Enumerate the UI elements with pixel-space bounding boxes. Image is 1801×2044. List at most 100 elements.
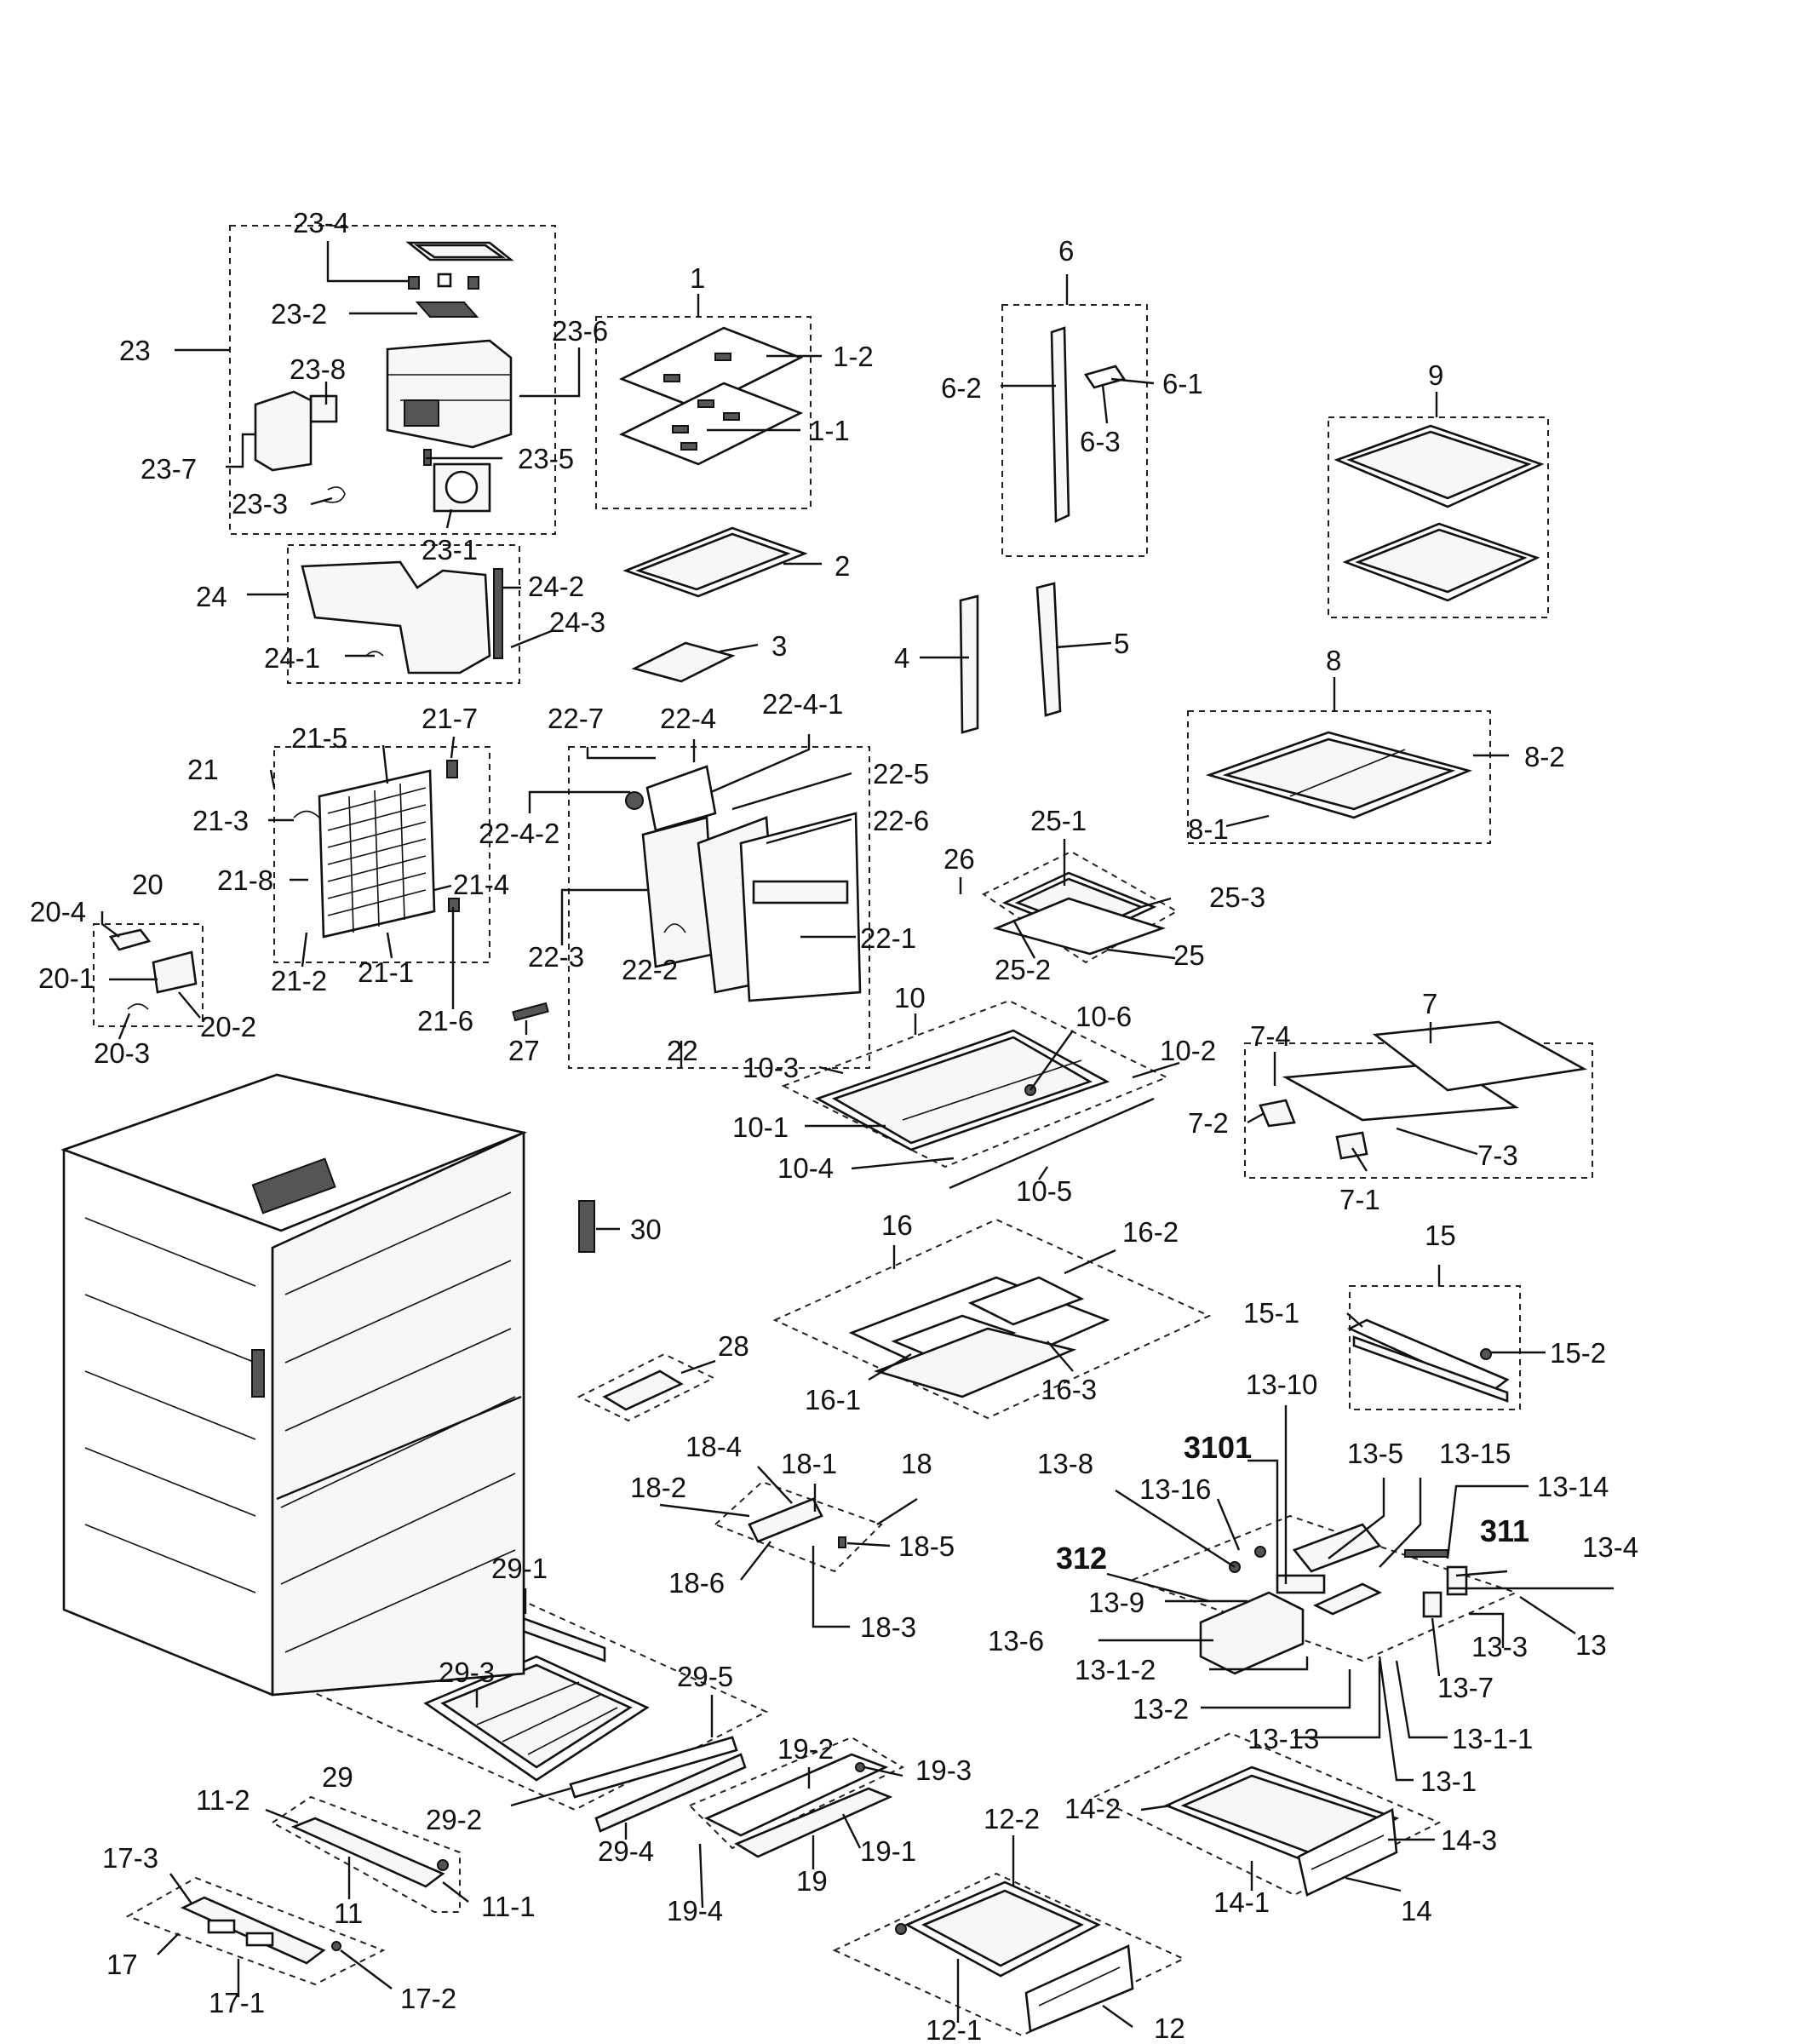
- leader-15-1: [1346, 1312, 1363, 1328]
- shelf-7-drawing: [1259, 1020, 1587, 1160]
- label-21-2: 21-2: [271, 965, 327, 996]
- label-13-10: 13-10: [1246, 1369, 1317, 1400]
- ice-maker-assembly-drawing: [254, 241, 514, 513]
- label-26: 26: [944, 843, 975, 875]
- leader-22-3: [560, 888, 647, 945]
- leader-13-8: [1115, 1489, 1236, 1569]
- label-21-4: 21-4: [453, 869, 509, 900]
- leader-10-4: [851, 1157, 955, 1170]
- leader-21-5: [381, 744, 389, 784]
- leader-18-5: [846, 1542, 891, 1547]
- leader-25-2: [1012, 919, 1036, 959]
- label-25: 25: [1173, 939, 1205, 971]
- label-25-1: 25-1: [1030, 805, 1087, 836]
- leader-12: [1102, 2005, 1133, 2028]
- leader-13-14: [1446, 1484, 1529, 1559]
- leader-10-5: [1038, 1166, 1048, 1180]
- label-18-5: 18-5: [898, 1530, 955, 1562]
- group-16-boundary: [772, 1218, 1212, 1420]
- side-rail-drawing: [959, 326, 1127, 734]
- label-19-4: 19-4: [667, 1895, 723, 1926]
- leader-3101: [1248, 1459, 1279, 1580]
- label-13-7: 13-7: [1437, 1672, 1494, 1703]
- label-11-2: 11-2: [196, 1784, 250, 1816]
- leader-10-3: [818, 1065, 844, 1075]
- label-22-6: 22-6: [873, 805, 929, 836]
- label-13-4: 13-4: [1582, 1531, 1638, 1563]
- leader-13-15: [1379, 1478, 1422, 1568]
- label-10-4: 10-4: [777, 1152, 834, 1184]
- damper-drawing: [108, 928, 198, 1010]
- leader-5: [1055, 641, 1112, 649]
- label-23-4: 23-4: [293, 207, 349, 238]
- drawer-29-drawing: [423, 1612, 747, 1833]
- leader-7-3: [1396, 1127, 1478, 1156]
- label-3: 3: [771, 630, 787, 662]
- label-22-4-1: 22-4-1: [762, 688, 843, 720]
- leader-21: [269, 769, 276, 789]
- group-11-boundary: [271, 1795, 461, 1913]
- label-13-15: 13-15: [1439, 1438, 1511, 1469]
- cover-plates-drawing: [618, 326, 804, 466]
- label-19: 19: [796, 1865, 828, 1897]
- label-23-7: 23-7: [141, 453, 197, 485]
- leader-19-1: [841, 1813, 862, 1849]
- leader-13-3: [1469, 1612, 1505, 1648]
- label-1: 1: [690, 262, 705, 294]
- group-7-boundary: [1244, 1042, 1593, 1179]
- label-23: 23: [119, 335, 151, 366]
- label-22-4: 22-4: [660, 703, 716, 734]
- label-13-5: 13-5: [1347, 1438, 1403, 1469]
- part-number-labels: 23-4 23-2 23 23-8 23-6 23-5 23-7 23-3 23…: [30, 207, 1638, 2044]
- label-13-8: 13-8: [1037, 1448, 1093, 1479]
- label-9: 9: [1428, 359, 1443, 391]
- leader-17: [157, 1932, 180, 1955]
- part-28-drawing: [602, 1369, 684, 1411]
- label-1-1: 1-1: [809, 415, 850, 446]
- label-13-9: 13-9: [1088, 1587, 1144, 1618]
- label-5: 5: [1114, 628, 1129, 659]
- label-1-2: 1-2: [833, 341, 874, 372]
- label-21-7: 21-7: [422, 703, 478, 734]
- leader-13-2: [1201, 1669, 1351, 1709]
- leader-311: [1455, 1570, 1508, 1577]
- label-13-6: 13-6: [988, 1625, 1044, 1656]
- label-10: 10: [894, 982, 926, 1013]
- leader-20-2: [178, 991, 201, 1019]
- group-23-boundary: [229, 225, 556, 535]
- label-21: 21: [187, 754, 219, 785]
- label-16-3: 16-3: [1041, 1374, 1097, 1405]
- leader-21-4: [433, 884, 452, 892]
- label-12: 12: [1154, 2012, 1185, 2044]
- part-19-drawing: [703, 1753, 893, 1858]
- leader-13-5: [1328, 1478, 1385, 1559]
- label-12-2: 12-2: [984, 1803, 1040, 1834]
- label-22-3: 22-3: [528, 941, 584, 973]
- label-22: 22: [667, 1035, 698, 1066]
- label-21-3: 21-3: [192, 805, 249, 836]
- label-22-4-2: 22-4-2: [479, 818, 559, 849]
- label-12-1: 12-1: [926, 2014, 982, 2044]
- part-18-drawing: [748, 1497, 846, 1548]
- group-18-boundary: [714, 1480, 883, 1573]
- leader-3: [719, 643, 759, 653]
- glass-shelves-drawing: [1334, 424, 1545, 602]
- label-10-2: 10-2: [1160, 1035, 1216, 1066]
- label-20-2: 20-2: [200, 1011, 256, 1042]
- label-24-2: 24-2: [528, 571, 584, 602]
- label-14-2: 14-2: [1064, 1793, 1121, 1824]
- part-17-drawing: [180, 1896, 341, 1965]
- label-16-1: 16-1: [805, 1384, 861, 1415]
- tray-and-clip-drawing: [622, 526, 808, 683]
- label-7-4: 7-4: [1250, 1020, 1291, 1052]
- label-20: 20: [132, 869, 163, 900]
- label-24: 24: [196, 581, 227, 612]
- label-7-1: 7-1: [1339, 1184, 1380, 1215]
- label-10-5: 10-5: [1016, 1175, 1072, 1207]
- leader-13-1: [1378, 1656, 1414, 1782]
- leader-18-4: [757, 1466, 793, 1504]
- label-17-1: 17-1: [209, 1987, 265, 2018]
- leader-13-1-2: [1209, 1656, 1309, 1671]
- label-29-5: 29-5: [677, 1661, 733, 1692]
- rail-15-drawing: [1346, 1318, 1510, 1403]
